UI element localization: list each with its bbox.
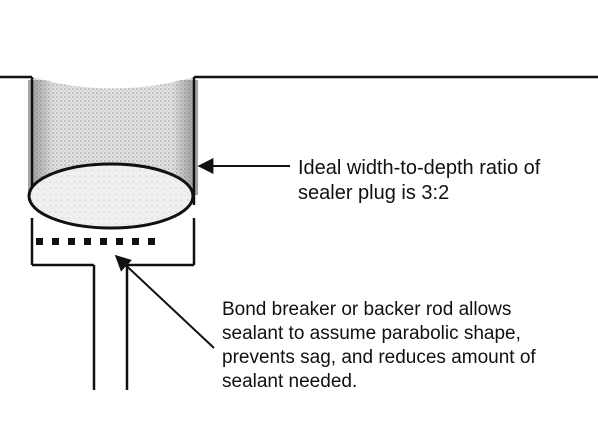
ratio-callout-text: Ideal width-to-depth ratio of sealer plu…	[298, 156, 540, 206]
bond-breaker-callout-line-1: Bond breaker or backer rod allows	[222, 299, 512, 320]
joint-lower-walls	[30, 218, 196, 390]
reservoir-walls	[30, 77, 196, 205]
backer-rod-dots	[36, 238, 155, 245]
bond-breaker-callout-line-4: sealant needed.	[222, 371, 358, 392]
ratio-callout-line-1: Ideal width-to-depth ratio of	[298, 157, 541, 179]
bond-breaker-callout-text: Bond breaker or backer rod allows sealan…	[222, 298, 598, 394]
ratio-callout-line-2: sealer plug is 3:2	[298, 182, 450, 204]
sealer-plug-ellipse	[27, 162, 195, 230]
bond-breaker-leader-arrow	[114, 254, 215, 349]
bond-breaker-callout-line-2: sealant to assume parabolic shape,	[222, 323, 521, 344]
bond-breaker-callout-line-3: prevents sag, and reduces amount of	[222, 347, 536, 368]
